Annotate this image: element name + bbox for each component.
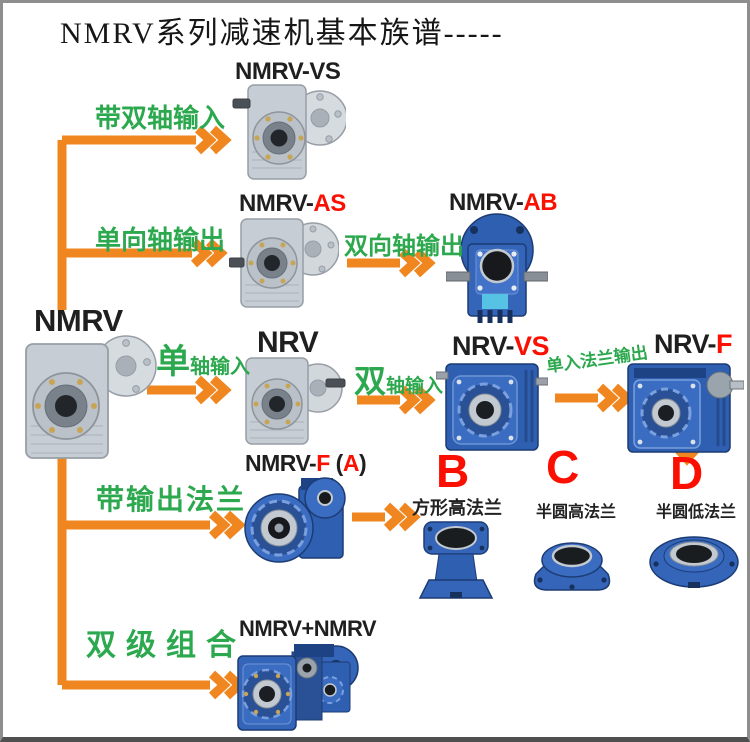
edge-label-two-stage: 双级组合 [86,629,246,662]
arrowhead-dual-input [398,385,436,415]
flange-letter-c: C [546,441,580,493]
arrowhead-dual-shaft-output [398,248,436,278]
label-nmrv-plus-nmrv: NMRV+NMRV [239,616,377,641]
combo-image [237,644,359,731]
page-title: NMRV系列减速机基本族谱----- [60,17,504,50]
nrv-vs-image [436,363,548,451]
edge-label-output-flange: 带输出法兰 [96,484,247,515]
arrowhead-single-flange-output [596,383,634,413]
flange-name-d: 半圆低法兰 [656,504,737,521]
label-nmrv-ab: NMRV-AB [449,189,558,216]
label-nrv-f: NRV-F [654,329,733,359]
edge-label-dual-shaft-output: 双向轴输出 [344,233,464,260]
nmrv-f-a-image [244,477,346,563]
nmrv-as-image [229,218,339,308]
edge-label-dual-shaft-input: 带双轴输入 [95,103,226,133]
label-nmrv-vs: NMRV-VS [235,58,341,85]
flange-d-image [649,536,739,588]
flange-name-c: 半圆高法兰 [536,504,617,521]
arrowhead-output-flange [208,510,246,540]
arrowhead-single-input [194,375,232,405]
flange-letter-b: B [436,445,470,497]
nmrv-vs-image [232,84,346,180]
flange-name-b: 方形高法兰 [412,498,502,518]
arrowhead-to-flanges [383,502,421,532]
edge-label-single-input: 单轴输入 [156,343,250,381]
edge-label-dual-input: 双轴输入 [354,363,444,399]
label-nmrv-as: NMRV-AS [239,190,346,217]
nmrv-root-image [25,335,157,459]
nrv-image [245,357,346,445]
flange-letter-d: D [670,447,704,499]
nrv-f-image [627,363,744,453]
nmrv-ab-image [446,213,548,323]
label-nmrv-f-a: NMRV-F (A) [245,450,367,476]
arrowhead-single-shaft-output [190,238,228,268]
label-nrv-vs: NRV-VS [452,331,550,361]
arrowhead-dual-shaft-input [194,125,232,155]
edge-label-single-shaft-output: 单向轴输出 [95,225,226,255]
flange-b-image [418,521,494,599]
flange-c-image [533,542,611,591]
label-nmrv-root: NMRV [34,303,123,338]
label-nrv: NRV [257,326,319,359]
